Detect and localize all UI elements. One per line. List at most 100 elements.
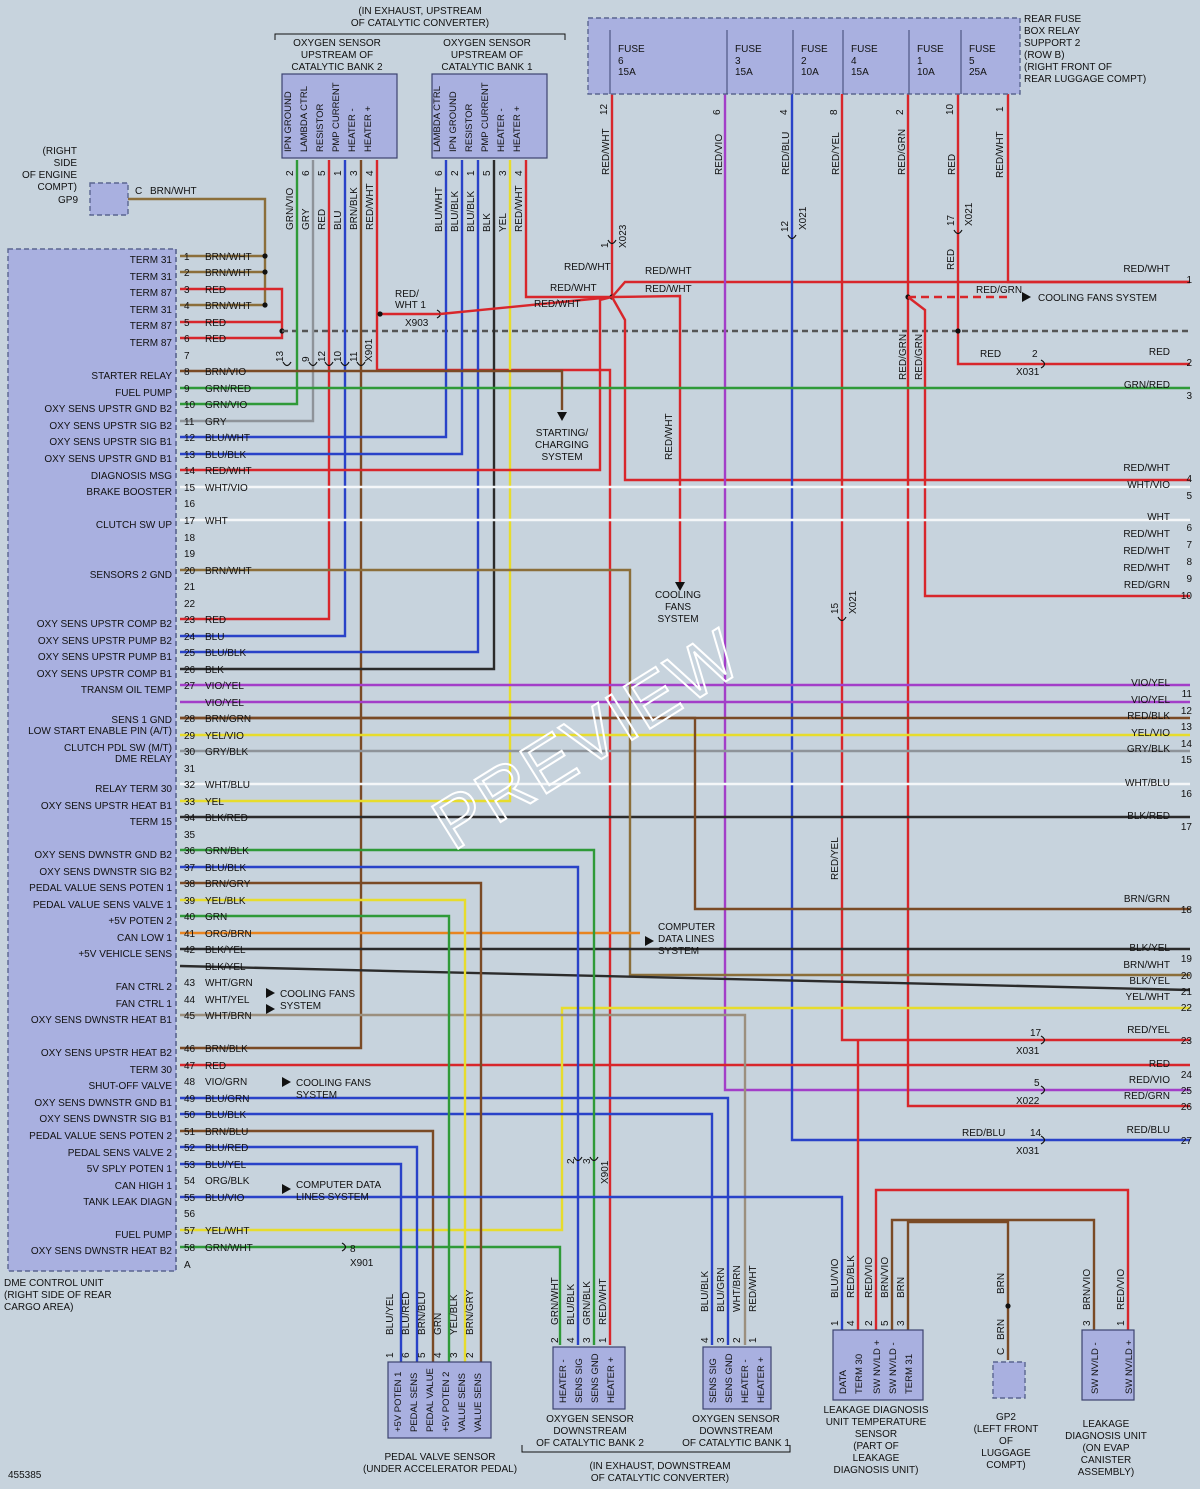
label: OXYGEN SENSOR [293, 38, 381, 49]
sensor-pin-number: 1 [1116, 1320, 1127, 1326]
right-edge-number: 25 [1181, 1086, 1193, 1097]
dme-pin-function: PEDAL VALUE SENS POTEN 2 [29, 1131, 172, 1142]
label: X023 [618, 224, 629, 248]
label: LEAKAGE [853, 1453, 900, 1464]
wire [180, 160, 448, 439]
dme-pin-wire: BRN/WHT [205, 566, 252, 577]
leakage-diagnosis-temp-sensor [832, 1329, 924, 1401]
wire [890, 1218, 1096, 1330]
dme-pin-number: 14 [184, 466, 196, 477]
fuse-label: FUSE [618, 44, 645, 55]
dme-pin-number: 46 [184, 1044, 196, 1055]
dme-pin-function: OXY SENS DWNSTR HEAT B2 [31, 1246, 173, 1257]
dme-pin-function: TERM 87 [130, 288, 173, 299]
dme-pin-function: OXY SENS UPSTR PUMP B2 [38, 636, 173, 647]
right-edge-wire: GRY/BLK [1127, 744, 1170, 755]
label: REAR LUGGAGE COMPT) [1024, 74, 1146, 85]
right-edge-number: 21 [1181, 987, 1193, 998]
right-edge-wire: BRN/WHT [1123, 960, 1170, 971]
sensor-pin-name: RESISTOR [315, 103, 326, 152]
right-edge-number: 22 [1181, 1003, 1193, 1014]
label: BRN [996, 1319, 1007, 1340]
sensor-wire: BRN/GRY [465, 1289, 476, 1335]
right-edge-wire: RED/VIO [1129, 1075, 1170, 1086]
dme-pin-number: 50 [184, 1110, 196, 1121]
dme-pin-function: FUEL PUMP [115, 1230, 172, 1241]
sensor-wire: BLU/RED [401, 1292, 412, 1335]
dme-pin-number: 29 [184, 731, 196, 742]
sensor-pin-number: 3 [716, 1337, 727, 1343]
dme-pin-function: CLUTCH PDL SW (M/T) [64, 743, 172, 754]
right-edge-wire: WHT [1147, 512, 1170, 523]
sensor-pin-name: IPN GROUND [448, 91, 459, 152]
label: COMPUTER [658, 922, 715, 933]
label: X901 [350, 1258, 374, 1269]
dme-pin-wire: BLU/YEL [205, 1160, 247, 1171]
sensor-pin-number: 5 [417, 1352, 428, 1358]
dme-pin-number: 36 [184, 846, 196, 857]
sensor-pin-number: 2 [465, 1352, 476, 1358]
sensor-wire: RED/VIO [864, 1257, 875, 1298]
dme-pin-function: +5V VEHICLE SENS [78, 949, 172, 960]
dme-pin-function: OXY SENS UPSTR COMP B1 [37, 669, 173, 680]
sensor-pin-number: 1 [466, 170, 477, 176]
right-edge-wire: VIO/YEL [1131, 695, 1170, 706]
dme-pin-function: RELAY TERM 30 [95, 784, 172, 795]
arrow-icon [282, 1184, 291, 1194]
label: RED/WHT [645, 266, 692, 277]
right-edge-wire: RED/BLK [1127, 711, 1170, 722]
wire [180, 160, 347, 638]
sensor-wire: RED/BLK [846, 1255, 857, 1298]
label: GP2 [996, 1412, 1016, 1423]
dme-pin-number: 22 [184, 599, 196, 610]
wire [439, 295, 613, 316]
label: 17 [946, 214, 957, 226]
splice-dot [377, 311, 383, 317]
sensor-pin-name: TERM 30 [854, 1354, 865, 1394]
sensor-wire: BLU/BLK [450, 191, 461, 232]
right-edge-wire: RED [1149, 347, 1170, 358]
components-layer [7, 17, 1135, 1453]
wire [180, 160, 464, 456]
splice-dot [955, 328, 961, 334]
label: WHT 1 [395, 300, 426, 311]
right-edge-number: 12 [1181, 706, 1193, 717]
connector-icon [341, 1242, 347, 1252]
right-edge-number: 10 [1181, 591, 1193, 602]
dme-pin-number: 25 [184, 648, 196, 659]
sensor-wire: YEL/BLK [449, 1294, 460, 1335]
label: PEDAL VALVE SENSOR [385, 1452, 496, 1463]
dme-pin-number: 58 [184, 1243, 196, 1254]
right-edge-number: 23 [1181, 1036, 1193, 1047]
dme-pin-function: BRAKE BOOSTER [86, 487, 172, 498]
sensor-pin-name: LAMBDA CTRL [299, 86, 310, 152]
dme-pin-function: TERM 87 [130, 338, 173, 349]
label: OF CATALYTIC BANK 2 [536, 1438, 644, 1449]
sensor-pin-number: 4 [700, 1337, 711, 1343]
dme-pin-number: 31 [184, 764, 196, 775]
dme-pin-wire: BLU [205, 632, 224, 643]
sensor-pin-number: 1 [748, 1337, 759, 1343]
label: OF CATALYTIC CONVERTER) [351, 18, 489, 29]
dme-pin-function: FAN CTRL 2 [116, 982, 173, 993]
dme-pin-wire: BRN/GRN [205, 714, 251, 725]
dme-pin-number: 6 [184, 334, 190, 345]
dme-pin-function: TRANSM OIL TEMP [81, 685, 172, 696]
fuse-wire: RED/BLU [781, 132, 792, 175]
connector-icon [953, 229, 963, 235]
dme-pin-number: 4 [184, 301, 190, 312]
label: SYSTEM [658, 946, 699, 957]
fuse-wire: RED/VIO [714, 134, 725, 175]
sensor-pin-name: LAMBDA CTRL [432, 86, 443, 152]
label: RED/BLU [962, 1128, 1005, 1139]
sensor-pin-number: 3 [582, 1337, 593, 1343]
label: RED/YEL [830, 837, 841, 880]
sensor-pin-number: 6 [434, 170, 445, 176]
sensor-pin-name: PEDAL VALUE [425, 1368, 436, 1432]
fuse-wire: RED/YEL [831, 132, 842, 175]
wire [180, 716, 1190, 911]
sensor-pin-name: SENS GND [590, 1353, 601, 1403]
label: OXYGEN SENSOR [546, 1414, 634, 1425]
dme-pin-number: 37 [184, 863, 196, 874]
dme-pin-function: OXY SENS DWNSTR GND B1 [34, 1098, 172, 1109]
